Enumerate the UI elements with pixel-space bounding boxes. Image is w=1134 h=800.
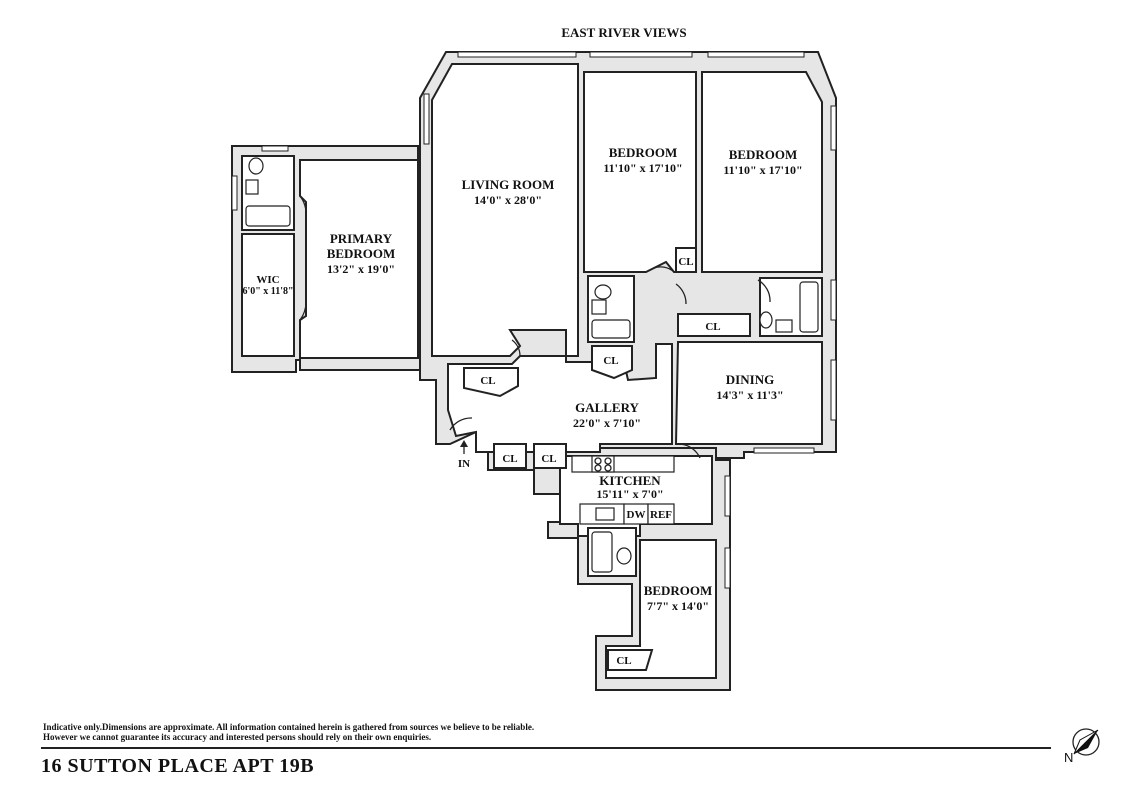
dining-label: DINING bbox=[726, 372, 774, 387]
bedroom-2-label: BEDROOM bbox=[729, 147, 798, 162]
closet-gallery bbox=[463, 367, 519, 398]
closet-entry1 bbox=[493, 443, 527, 469]
living-room-dims: 14'0" x 28'0" bbox=[474, 193, 542, 207]
windows bbox=[231, 51, 837, 589]
closet-bedroom3 bbox=[607, 649, 654, 671]
refrigerator-label: REF bbox=[650, 509, 672, 521]
footer-rule bbox=[41, 747, 1051, 749]
closet-bedroom1 bbox=[675, 247, 697, 273]
kitchen-fixtures bbox=[571, 455, 675, 525]
closet-label: CL bbox=[502, 453, 517, 465]
dining-room bbox=[674, 341, 823, 445]
disclaimer-line-2: However we cannot guarantee its accuracy… bbox=[43, 732, 432, 742]
bedroom-2 bbox=[701, 71, 823, 273]
east-river-views-label: EAST RIVER VIEWS bbox=[561, 25, 686, 40]
compass-north-label: N bbox=[1064, 750, 1073, 765]
bedroom-1 bbox=[583, 71, 697, 273]
primary-bedroom-label-1: PRIMARY bbox=[330, 231, 393, 246]
disclaimer-line-1: Indicative only.Dimensions are approxima… bbox=[43, 722, 535, 732]
bedroom-2-dims: 11'10" x 17'10" bbox=[723, 163, 802, 177]
closet-bedroom2 bbox=[677, 313, 751, 337]
dining-dims: 14'3" x 11'3" bbox=[716, 388, 783, 402]
listing-title: 16 SUTTON PLACE APT 19B bbox=[41, 755, 315, 777]
closet-label: CL bbox=[705, 321, 720, 333]
dishwasher-label: DW bbox=[627, 509, 646, 521]
compass-icon: N bbox=[1064, 728, 1100, 765]
door-swings bbox=[299, 195, 771, 459]
primary-bedroom-dims: 13'2" x 19'0" bbox=[327, 262, 395, 276]
wic-dims: 6'0" x 11'8" bbox=[242, 286, 293, 297]
bath-fixtures bbox=[245, 157, 819, 573]
bedroom-1-dims: 11'10" x 17'10" bbox=[603, 161, 682, 175]
closet-label: CL bbox=[603, 355, 618, 367]
closet-label: CL bbox=[480, 375, 495, 387]
bedroom-3 bbox=[605, 539, 717, 679]
wic-label: WIC bbox=[256, 274, 279, 286]
disclaimer: Indicative only.Dimensions are approxima… bbox=[43, 722, 534, 742]
bedroom-1-label: BEDROOM bbox=[609, 145, 678, 160]
gallery-label: GALLERY bbox=[575, 400, 639, 415]
kitchen-label: KITCHEN bbox=[599, 473, 661, 488]
entry-label: IN bbox=[458, 458, 470, 470]
closet-bath1 bbox=[591, 345, 633, 380]
kitchen-dims: 15'11" x 7'0" bbox=[596, 487, 663, 501]
entry-arrow-icon bbox=[460, 440, 468, 454]
gallery-dims: 22'0" x 7'10" bbox=[573, 416, 641, 430]
living-room bbox=[431, 63, 579, 357]
closet-label: CL bbox=[678, 256, 693, 268]
wic-room bbox=[241, 233, 295, 357]
closet-entry2 bbox=[533, 443, 567, 469]
closet-label: CL bbox=[616, 655, 631, 667]
closet-label: CL bbox=[541, 453, 556, 465]
primary-bedroom-label-2: BEDROOM bbox=[327, 246, 396, 261]
bedroom-3-label: BEDROOM bbox=[644, 583, 713, 598]
living-room-label: LIVING ROOM bbox=[462, 177, 555, 192]
bedroom-3-dims: 7'7" x 14'0" bbox=[647, 599, 709, 613]
